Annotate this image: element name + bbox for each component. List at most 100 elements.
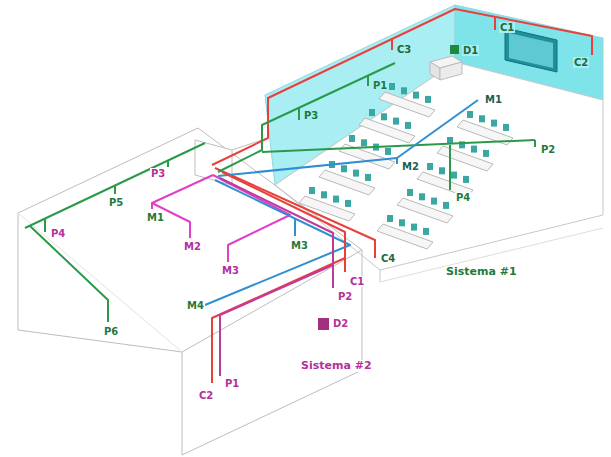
callout-label: P3: [303, 110, 319, 121]
callout-label: P2: [540, 144, 556, 155]
green-pipe: [44, 219, 46, 232]
chair: [413, 92, 419, 99]
system-label: Sistema #2: [300, 360, 373, 372]
desk: [379, 92, 435, 117]
callout-label: C1: [349, 276, 365, 287]
green-pipe: [114, 186, 116, 194]
green-pipe: [167, 161, 169, 167]
room-outline: [18, 213, 182, 352]
chair: [401, 87, 407, 94]
chair: [389, 83, 395, 90]
callout-label: M1: [484, 94, 503, 105]
room-outline: [18, 128, 362, 455]
blue-pipe: [397, 100, 478, 158]
chair: [361, 139, 367, 146]
red-pipe: [212, 9, 592, 165]
callout-label: C4: [380, 253, 396, 264]
magenta-pipe: [152, 175, 213, 209]
callout-label: M2: [401, 161, 420, 172]
callout-label: P4: [50, 228, 66, 239]
chair: [353, 170, 359, 177]
desk: [397, 198, 453, 223]
lectern: [430, 62, 440, 80]
chair: [321, 191, 327, 198]
chair: [349, 135, 355, 142]
callout-label: P1: [372, 80, 388, 91]
callout-label: M3: [290, 240, 309, 251]
desk-group: [299, 83, 513, 249]
chair: [425, 96, 431, 103]
green-pipe: [30, 226, 108, 322]
blue-pipe: [218, 158, 397, 176]
chair: [385, 148, 391, 155]
shaft-box: [195, 140, 232, 185]
callout-label: P3: [150, 168, 166, 179]
chair: [381, 113, 387, 120]
green-pipe: [367, 76, 369, 86]
red-pipe: [494, 16, 496, 30]
chair: [443, 202, 449, 209]
chair: [423, 228, 429, 235]
chair: [399, 219, 405, 226]
chair: [345, 200, 351, 207]
chair: [309, 187, 315, 194]
callout-label: M3: [221, 265, 240, 276]
callout-label: P1: [224, 378, 240, 389]
callout-label: D2: [332, 318, 349, 329]
callout-label: P5: [108, 197, 124, 208]
callout-label: P6: [103, 326, 119, 337]
chair: [387, 215, 393, 222]
callout-label: C3: [396, 44, 412, 55]
desk: [377, 224, 433, 249]
chair: [365, 174, 371, 181]
callout-label: M2: [183, 241, 202, 252]
chair: [419, 193, 425, 200]
callout-label: M4: [186, 300, 205, 311]
callout-label: P4: [455, 192, 471, 203]
chair: [427, 163, 433, 170]
chair: [341, 165, 347, 172]
callout-label: D1: [462, 45, 479, 56]
lectern: [440, 62, 462, 80]
green-pipe: [298, 108, 300, 120]
chair: [393, 118, 399, 125]
screen: [505, 28, 557, 72]
chair: [405, 122, 411, 129]
device-symbol: [318, 318, 329, 330]
chair: [467, 111, 473, 118]
callout-label: M1: [146, 212, 165, 223]
chair: [463, 176, 469, 183]
green-pipe: [218, 63, 395, 172]
green-pipe: [449, 145, 451, 190]
desk: [437, 146, 493, 171]
red-pipe: [215, 168, 375, 258]
magenta-pipe: [213, 175, 290, 262]
chair: [369, 109, 375, 116]
chair: [431, 198, 437, 205]
chair: [333, 196, 339, 203]
callout-label: C1: [499, 22, 515, 33]
wall-edge: [380, 270, 381, 282]
device-symbol: [450, 45, 459, 54]
chair: [479, 115, 485, 122]
chair: [491, 120, 497, 127]
green-pipe: [534, 140, 536, 147]
desk: [319, 170, 375, 195]
callout-label: C2: [573, 57, 589, 68]
callout-label: P2: [337, 291, 353, 302]
screen-face: [509, 33, 553, 68]
callout-label: C2: [198, 390, 214, 401]
chair: [483, 150, 489, 157]
chair: [503, 124, 509, 131]
desk: [359, 118, 415, 143]
green-pipe: [262, 140, 535, 152]
red-pipe: [391, 39, 393, 50]
chair: [471, 146, 477, 153]
room-outline: [182, 250, 362, 352]
chair: [411, 224, 417, 231]
chair: [439, 167, 445, 174]
blue-pipe: [294, 219, 296, 236]
system-label: Sistema #1: [445, 266, 518, 278]
